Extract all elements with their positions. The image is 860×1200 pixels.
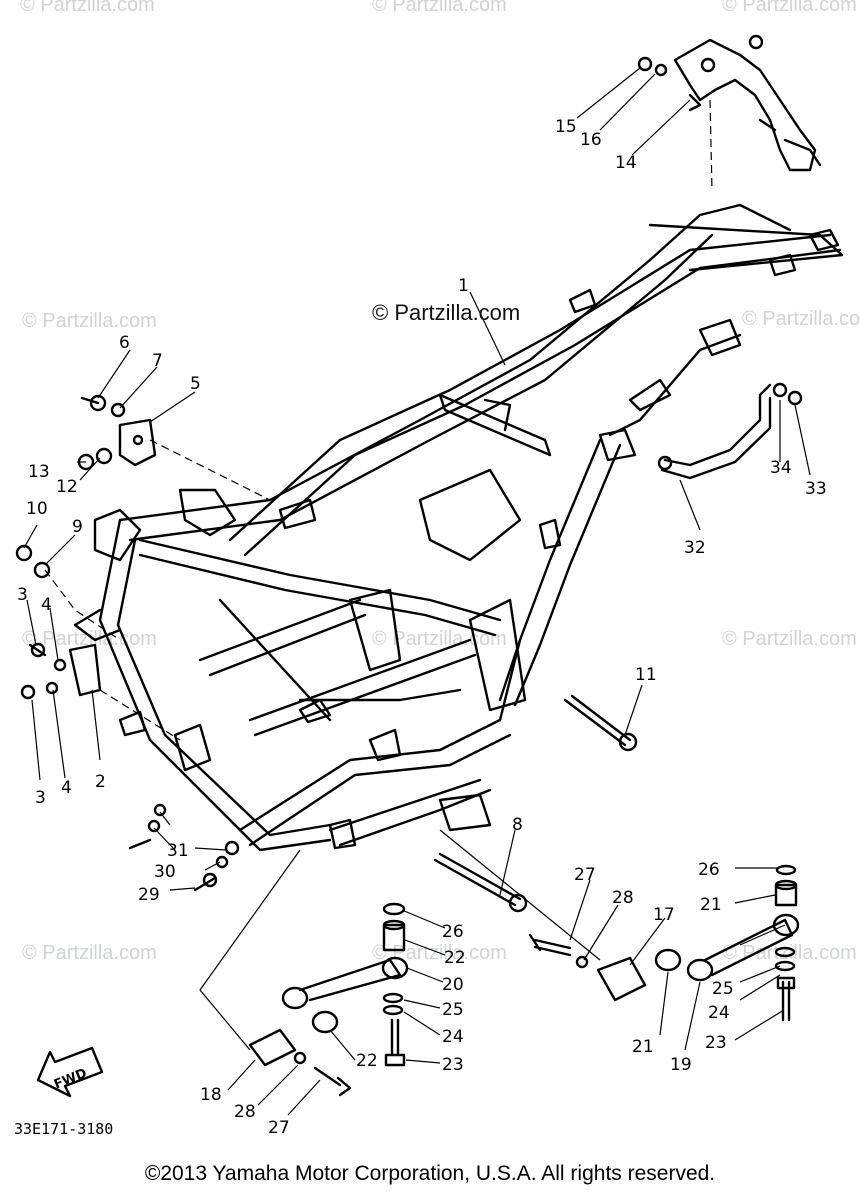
callout-17: 17	[653, 905, 675, 925]
callout-1: 1	[458, 276, 469, 296]
callout-labels: 1 2 3 3 4 4 5 6 7 8 9 10 11 12 13 14 15 …	[17, 117, 827, 1138]
callout-26: 26	[698, 860, 720, 880]
watermark: © Partzilla.com	[722, 628, 857, 650]
callout-10: 10	[26, 499, 48, 519]
watermark: © Partzilla.com	[22, 942, 157, 964]
callout-6: 6	[119, 333, 130, 353]
callout-21: 21	[700, 895, 722, 915]
callout-2: 2	[95, 772, 106, 792]
callout-19: 19	[670, 1055, 692, 1075]
callout-23: 23	[705, 1033, 727, 1053]
watermark: © Partzilla.com	[372, 0, 507, 16]
callout-24: 24	[442, 1027, 464, 1047]
stay-assembly	[657, 382, 803, 480]
callout-33: 33	[805, 479, 827, 499]
callout-3: 3	[17, 585, 28, 605]
lower-mount-right	[596, 864, 800, 1022]
callout-13: 13	[28, 462, 50, 482]
callout-11: 11	[635, 665, 657, 685]
callout-30: 30	[154, 862, 176, 882]
callout-9: 9	[72, 517, 83, 537]
watermark: © Partzilla.com	[722, 942, 857, 964]
callout-14: 14	[615, 153, 637, 173]
callout-12: 12	[56, 477, 78, 497]
callout-25: 25	[712, 979, 734, 999]
callout-32: 32	[684, 538, 706, 558]
callout-18: 18	[200, 1085, 222, 1105]
watermark: © Partzilla.com	[742, 308, 860, 330]
callout-31: 31	[167, 841, 189, 861]
callout-26: 26	[442, 922, 464, 942]
callout-29: 29	[138, 885, 160, 905]
watermark: © Partzilla.com	[20, 0, 155, 16]
callout-22: 22	[356, 1051, 378, 1071]
callout-23: 23	[442, 1055, 464, 1075]
callout-24: 24	[708, 1003, 730, 1023]
callout-15: 15	[555, 117, 577, 137]
callout-27: 27	[268, 1118, 290, 1138]
callout-4: 4	[61, 778, 72, 798]
watermark: © Partzilla.com	[722, 0, 857, 16]
callout-27: 27	[574, 865, 596, 885]
callout-5: 5	[190, 374, 201, 394]
callout-3: 3	[35, 788, 46, 808]
callout-4: 4	[41, 595, 52, 615]
callout-25: 25	[442, 1000, 464, 1020]
callout-7: 7	[152, 351, 163, 371]
rear-bracket-assembly	[637, 34, 822, 172]
watermark: © Partzilla.com	[22, 310, 157, 332]
fwd-arrow-icon	[36, 1046, 104, 1098]
leader-lines	[23, 67, 811, 1116]
callout-8: 8	[512, 815, 523, 835]
callout-20: 20	[442, 975, 464, 995]
diagram-part-number: 33E171-3180	[14, 1120, 114, 1138]
watermark-main: © Partzilla.com	[372, 300, 521, 325]
small-hardware	[128, 803, 240, 892]
callout-21: 21	[632, 1037, 654, 1057]
callout-22: 22	[444, 948, 466, 968]
callout-16: 16	[580, 130, 602, 150]
lower-mount-left	[248, 902, 589, 1097]
fwd-label: FWD	[52, 1066, 89, 1093]
frame-tubes	[73, 203, 844, 852]
callout-28: 28	[612, 888, 634, 908]
callout-28: 28	[234, 1102, 256, 1122]
mount-bolts	[433, 694, 638, 913]
copyright-footer: ©2013 Yamaha Motor Corporation, U.S.A. A…	[144, 1162, 716, 1185]
callout-34: 34	[770, 458, 792, 478]
